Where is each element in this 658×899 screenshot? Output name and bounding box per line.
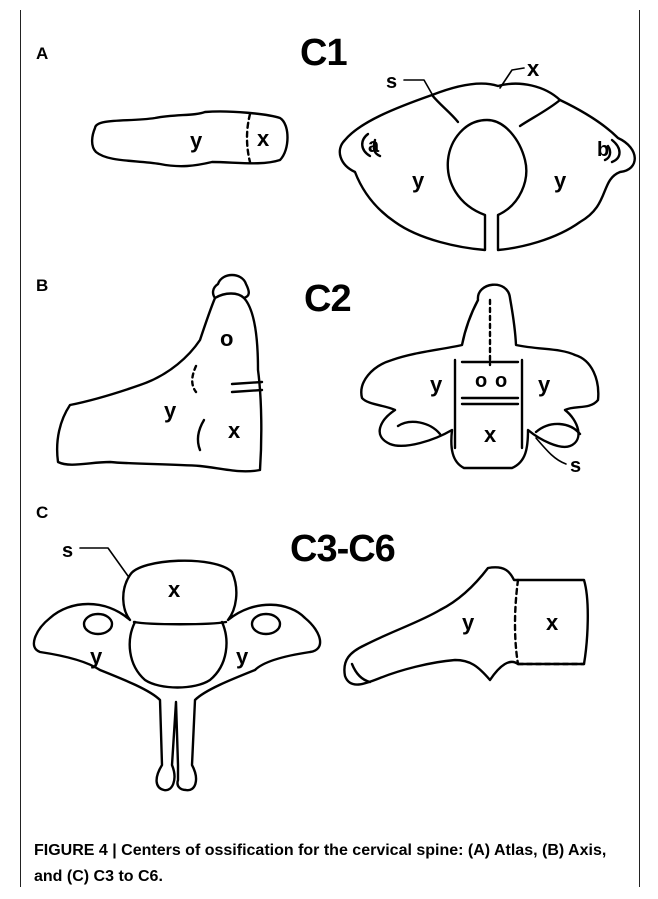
- label-x-c1: x: [527, 56, 540, 81]
- label-y: y: [190, 128, 203, 153]
- label-a: a: [368, 135, 380, 157]
- label-o-lateral: o: [220, 326, 233, 351]
- label-y-right: y: [554, 168, 567, 193]
- label-y-axis-lateral: y: [164, 398, 177, 423]
- leader-s-c3: [80, 548, 128, 576]
- label-y-axis-left: y: [430, 372, 443, 397]
- label-s: s: [386, 71, 397, 93]
- label-y-axis-right: y: [538, 372, 551, 397]
- label-x-c3-lateral: x: [546, 610, 559, 635]
- label-y-c3-right: y: [236, 644, 249, 669]
- label-x: x: [257, 126, 270, 151]
- label-s-c3: s: [62, 540, 73, 562]
- label-o-left: o: [475, 370, 487, 392]
- leader-s-c1: [404, 80, 432, 94]
- label-s-c2: s: [570, 455, 581, 477]
- label-y-c3-left: y: [90, 644, 103, 669]
- label-x-axis-anterior: x: [484, 422, 497, 447]
- label-y-left: y: [412, 168, 425, 193]
- atlas-superior-drawing: [340, 84, 635, 250]
- leader-s-c2: [536, 438, 566, 464]
- label-b: b: [597, 139, 609, 161]
- label-x-axis-lateral: x: [228, 418, 241, 443]
- label-o-right: o: [495, 370, 507, 392]
- label-x-c3: x: [168, 577, 181, 602]
- figure-caption: FIGURE 4 | Centers of ossification for t…: [34, 838, 624, 890]
- label-y-c3-lateral: y: [462, 610, 475, 635]
